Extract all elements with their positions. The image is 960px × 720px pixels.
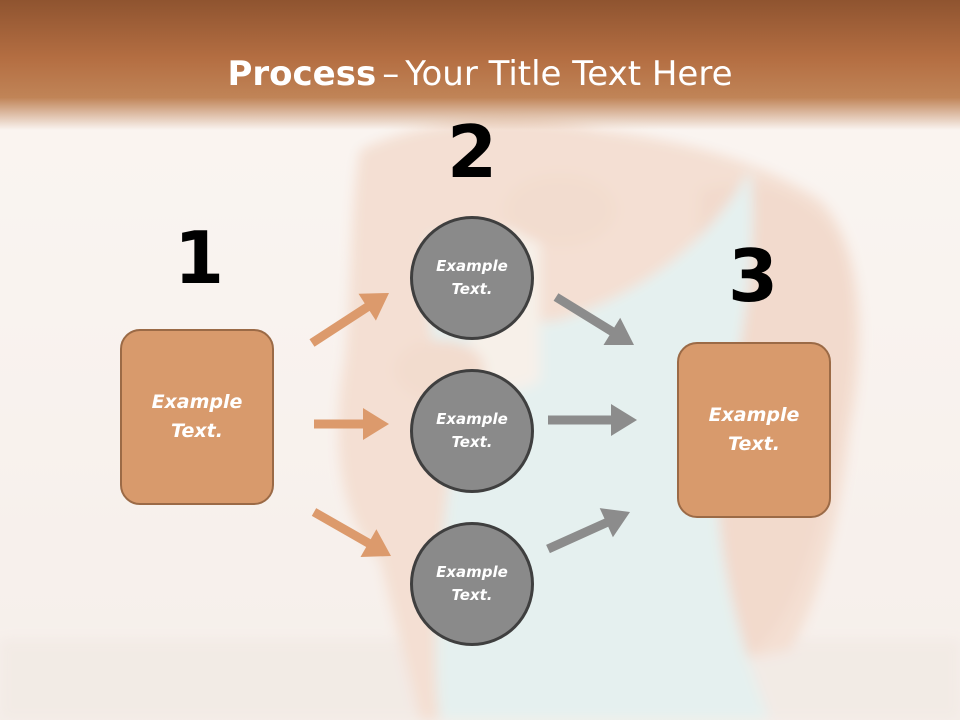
step-box-3[interactable]: Example Text.	[677, 342, 831, 518]
step-number-3: 3	[727, 234, 779, 318]
arrow-1-to-circle-3-icon	[311, 508, 391, 557]
step-number-2: 2	[446, 110, 498, 194]
header-band	[0, 0, 960, 130]
arrow-circle-1-to-3-icon	[553, 293, 634, 345]
middle-circle-2-label: Example Text.	[436, 410, 508, 451]
middle-circle-1-label: Example Text.	[436, 257, 508, 298]
middle-circle-3[interactable]: Example Text.	[410, 522, 534, 646]
middle-circle-1[interactable]: Example Text.	[410, 216, 534, 340]
arrow-circle-2-to-3-icon	[548, 404, 637, 436]
middle-circle-2[interactable]: Example Text.	[410, 369, 534, 493]
step-box-1-label: Example Text.	[151, 391, 243, 442]
arrow-1-to-circle-1-icon	[309, 293, 389, 347]
arrow-1-to-circle-2-icon	[314, 408, 389, 440]
title-bold: Process	[227, 54, 377, 94]
slide-title: Process–Your Title Text Here	[0, 52, 960, 96]
title-rest: Your Title Text Here	[405, 54, 733, 94]
step-number-1: 1	[173, 216, 225, 300]
arrow-circle-3-to-3-icon	[546, 508, 630, 554]
step-box-3-label: Example Text.	[708, 404, 800, 455]
middle-circle-3-label: Example Text.	[436, 563, 508, 604]
title-separator: –	[382, 54, 400, 94]
step-box-1[interactable]: Example Text.	[120, 329, 274, 505]
